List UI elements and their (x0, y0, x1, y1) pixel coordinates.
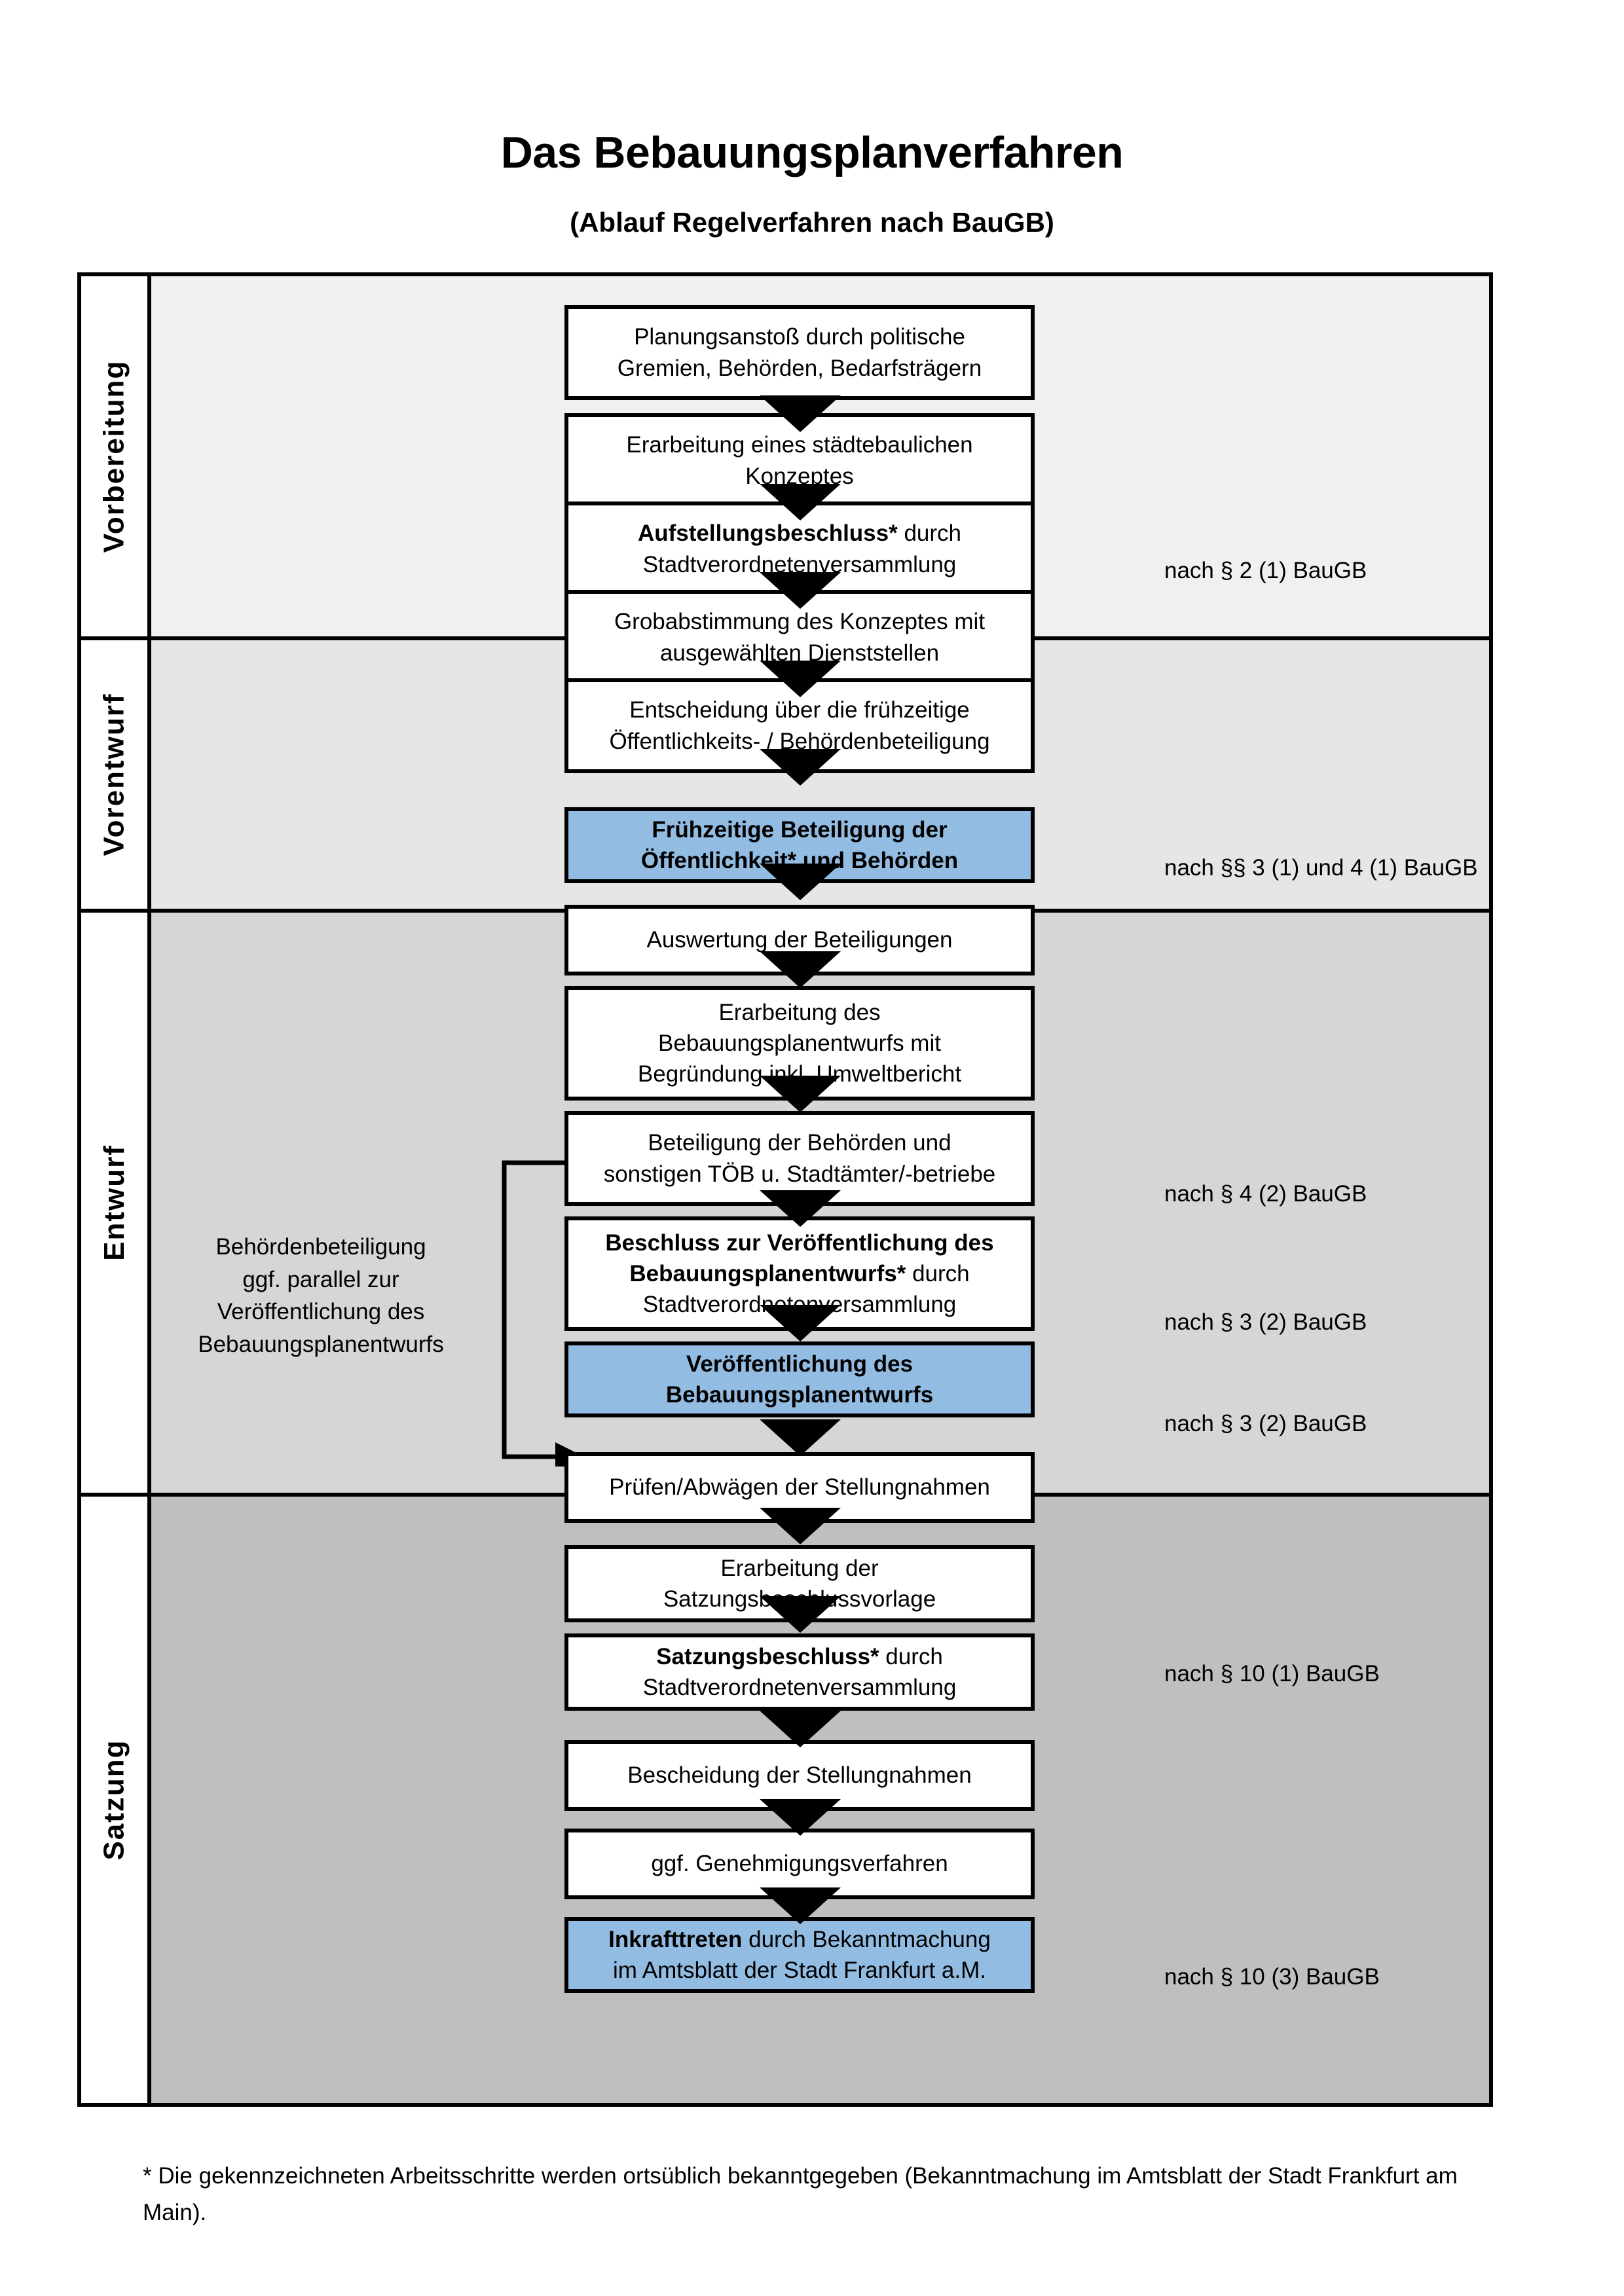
step-line-rest: durch (879, 1643, 943, 1669)
phase-label-satzung: Satzung (81, 1497, 151, 2103)
legal-ref-inkrafttreten: nach § 10 (3) BauGB (1164, 1964, 1380, 1990)
legal-ref-fruehzeitige-beteiligung: nach §§ 3 (1) und 4 (1) BauGB (1164, 855, 1478, 881)
step-line: im Amtsblatt der Stadt Frankfurt a.M. (613, 1958, 986, 1983)
page-title: Das Bebauungsplanverfahren (500, 128, 1124, 177)
phase-label-vorentwurf: Vorentwurf (81, 640, 151, 909)
flow-arrow-icon (760, 864, 841, 900)
step-line: Prüfen/Abwägen der Stellungnahmen (609, 1474, 990, 1501)
flow-arrow-icon (760, 951, 841, 988)
step-inkrafttreten[interactable]: Inkrafttreten durch Bekanntmachung im Am… (564, 1917, 1035, 1993)
flow-arrow-icon (760, 1508, 841, 1544)
step-line: Bebauungsplanentwurfs mit (658, 1030, 941, 1056)
step-line: Frühzeitige Beteiligung der (652, 816, 948, 843)
legal-ref-beschluss-veroeffentlichung: nach § 3 (2) BauGB (1164, 1309, 1367, 1335)
legal-ref-behoerdenbeteiligung: nach § 4 (2) BauGB (1164, 1181, 1367, 1207)
step-line: Inkrafttreten durch Bekanntmachung (608, 1924, 991, 1955)
step-line-rest: durch (906, 1260, 970, 1286)
phase-label-text: Vorbereitung (98, 359, 130, 553)
step-emphasis: Satzungsbeschluss* (656, 1643, 879, 1669)
step-emphasis: Aufstellungsbeschluss* (637, 520, 898, 547)
step-line: Erarbeitung der (720, 1555, 879, 1581)
step-line: Erarbeitung des (718, 999, 881, 1025)
flow-arrow-icon (760, 749, 841, 786)
step-line-rest: durch Bekanntmachung (742, 1926, 991, 1952)
side-note-line: ggf. parallel zur (242, 1266, 399, 1292)
title-block: Das Bebauungsplanverfahren (Ablauf Regel… (0, 0, 1624, 238)
step-satzungsbeschluss[interactable]: Satzungsbeschluss* durch Stadtverordnete… (564, 1633, 1035, 1711)
side-note-line: Behördenbeteiligung (215, 1234, 426, 1260)
flow-arrow-icon (760, 1887, 841, 1924)
step-emphasis: Inkrafttreten (608, 1926, 743, 1952)
phase-label-text: Satzung (98, 1739, 130, 1861)
flow-arrow-icon (760, 1799, 841, 1836)
legal-ref-aufstellungsbeschluss: nach § 2 (1) BauGB (1164, 558, 1367, 583)
flow-arrow-icon (760, 395, 841, 432)
side-note-line: Bebauungsplanentwurfs (198, 1332, 444, 1358)
phase-label-text: Entwurf (98, 1144, 130, 1261)
phase-label-entwurf: Entwurf (81, 913, 151, 1493)
step-planungsanstoss[interactable]: Planungsanstoß durch politische Gremien,… (564, 305, 1035, 400)
step-line: Aufstellungsbeschluss* durch (638, 518, 961, 549)
legal-ref-satzungsbeschluss: nach § 10 (1) BauGB (1164, 1661, 1380, 1686)
flow-arrow-icon (760, 661, 841, 697)
step-line: Erarbeitung eines städtebaulichen (626, 432, 973, 458)
step-line: Beteiligung der Behörden und (648, 1130, 951, 1156)
footnote: * Die gekennzeichneten Arbeitsschritte w… (143, 2163, 1458, 2225)
flow-arrow-icon (760, 1305, 841, 1341)
step-line: ggf. Genehmigungsverfahren (651, 1851, 948, 1877)
step-line: Bebauungsplanentwurfs (665, 1382, 934, 1408)
step-line: Bebauungsplanentwurfs* durch (605, 1258, 993, 1289)
legal-ref-veroeffentlichung: nach § 3 (2) BauGB (1164, 1411, 1367, 1436)
step-line-rest: durch (897, 520, 962, 547)
phase-label-text: Vorentwurf (98, 693, 130, 856)
side-note-behoerdenbeteiligung: Behördenbeteiligung ggf. parallel zur Ve… (177, 1231, 465, 1361)
phase-label-vorbereitung: Vorbereitung (81, 276, 151, 636)
flow-arrow-icon (760, 1076, 841, 1112)
flow-arrow-icon (760, 572, 841, 609)
step-line: Bescheidung der Stellungnahmen (627, 1762, 972, 1789)
step-line: Grobabstimmung des Konzeptes mit (614, 609, 986, 635)
step-line: sonstigen TÖB u. Stadtämter/-betriebe (603, 1161, 996, 1187)
step-line: Beschluss zur Veröffentlichung des (605, 1230, 994, 1256)
step-line: Entscheidung über die frühzeitige (629, 697, 970, 723)
step-line: Gremien, Behörden, Bedarfsträgern (617, 355, 982, 381)
flow-arrow-icon (760, 484, 841, 520)
flow-arrow-icon (760, 1711, 841, 1747)
step-emphasis: Bebauungsplanentwurfs* (629, 1260, 906, 1286)
side-note-line: Veröffentlichung des (217, 1299, 425, 1325)
step-line: Auswertung der Beteiligungen (646, 927, 953, 953)
step-veroeffentlichung-entwurf[interactable]: Veröffentlichung des Bebauungsplanentwur… (564, 1341, 1035, 1417)
flow-arrow-icon (760, 1596, 841, 1633)
flow-arrow-icon (760, 1419, 841, 1456)
page-subtitle: (Ablauf Regelverfahren nach BauGB) (570, 206, 1054, 238)
step-line: Stadtverordnetenversammlung (642, 1675, 957, 1700)
step-line: Veröffentlichung des (686, 1351, 913, 1377)
step-line: Planungsanstoß durch politische (634, 324, 965, 350)
flow-arrow-icon (760, 1190, 841, 1227)
step-line: Satzungsbeschluss* durch (643, 1641, 957, 1672)
